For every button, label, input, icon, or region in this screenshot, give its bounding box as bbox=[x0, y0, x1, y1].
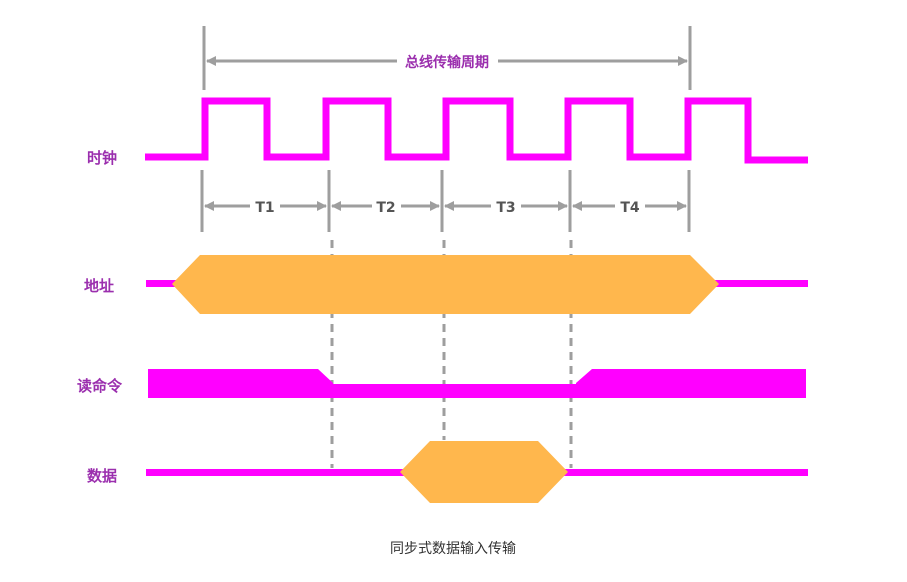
phase-dimensions: T1 T2 T3 T4 bbox=[200, 170, 691, 232]
data-valid-bus bbox=[400, 441, 568, 503]
diagram-caption: 同步式数据输入传输 bbox=[390, 541, 516, 557]
bus-period-label: 总线传输周期 bbox=[405, 54, 489, 71]
signal-label-read-command: 读命令 bbox=[77, 377, 123, 395]
phase-label-t4: T4 bbox=[620, 200, 640, 216]
signal-label-address: 地址 bbox=[84, 277, 114, 295]
bus-period-dimension: 总线传输周期 bbox=[202, 26, 692, 90]
phase-label-t2: T2 bbox=[376, 200, 395, 216]
signal-label-data: 数据 bbox=[87, 467, 117, 485]
address-valid-bus bbox=[172, 255, 719, 314]
address-signal bbox=[146, 255, 808, 314]
phase-label-t3: T3 bbox=[496, 200, 515, 216]
signal-label-clock: 时钟 bbox=[87, 149, 117, 167]
data-signal bbox=[146, 441, 808, 503]
clock-waveform bbox=[145, 97, 808, 164]
phase-label-t1: T1 bbox=[255, 200, 274, 216]
read-command-waveform bbox=[148, 369, 806, 398]
